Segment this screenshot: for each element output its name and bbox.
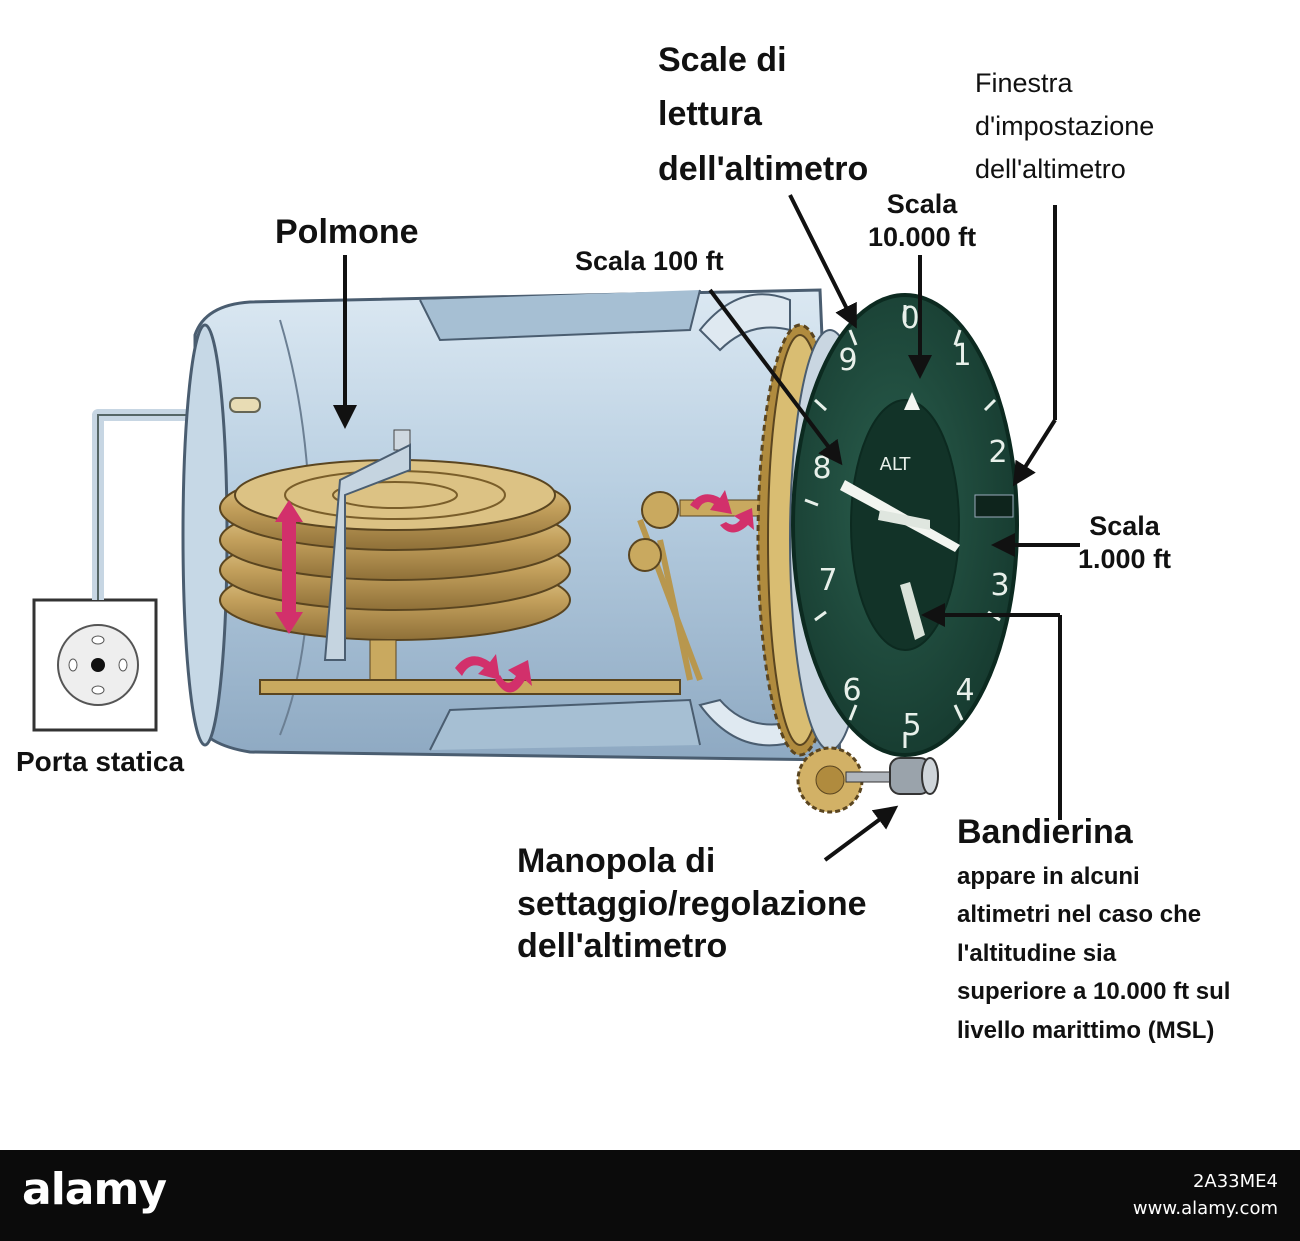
altimeter-diagram: 0 1 2 3 4 5 6 7 8 9 ALT Polmone Porta st… — [16, 41, 1231, 1044]
label-finestra: Finestra d'impostazione dell'altimetro — [975, 68, 1155, 185]
label-scala-100: Scala 100 ft — [575, 246, 724, 276]
motion-arrows — [275, 490, 754, 693]
bellows — [219, 429, 571, 641]
label-scala-10000: Scala 10.000 ft — [868, 189, 977, 252]
dial-numeral: 8 — [812, 451, 831, 486]
dial-numeral: 4 — [955, 673, 974, 708]
dial-numeral: 7 — [818, 563, 837, 598]
callout-arrows — [333, 194, 1080, 862]
dial-numeral: 5 — [902, 708, 921, 743]
dial-numeral: 9 — [838, 343, 857, 378]
brand-logo: alamy — [22, 1164, 167, 1215]
label-polmone: Polmone — [275, 213, 419, 251]
dial-numeral: 3 — [990, 568, 1009, 603]
dial-center-label: ALT — [880, 454, 912, 475]
label-porta-statica: Porta statica — [16, 746, 185, 777]
adjustment-knob — [796, 746, 939, 814]
label-bandierina: Bandierina — [957, 813, 1133, 851]
image-id: 2A33ME4 www.alamy.com — [1133, 1168, 1278, 1222]
dial-numeral: 2 — [988, 435, 1007, 470]
dial-numeral: 0 — [900, 301, 919, 336]
altimeter-illustration: 0 1 2 3 4 5 6 7 8 9 ALT — [32, 194, 1080, 862]
static-port — [32, 598, 158, 732]
site-url: www.alamy.com — [1132, 1198, 1278, 1219]
altimeter-dial — [791, 293, 1019, 757]
dial-numeral: 6 — [842, 673, 861, 708]
dial-numeral: 1 — [952, 338, 971, 373]
label-scale-lettura: Scale di lettura dell'altimetro — [658, 41, 869, 188]
dial-numerals: 0 1 2 3 4 5 6 7 8 9 ALT — [812, 301, 1009, 743]
watermark-footer: alamy 2A33ME4 www.alamy.com — [0, 1150, 1300, 1241]
label-manopola: Manopola di settaggio/regolazione dell'a… — [517, 842, 867, 965]
label-bandierina-text: appare in alcuni altimetri nel caso che … — [957, 863, 1231, 1044]
label-scala-1000: Scala 1.000 ft — [1078, 511, 1172, 574]
image-id-code: 2A33ME4 — [1192, 1171, 1278, 1192]
